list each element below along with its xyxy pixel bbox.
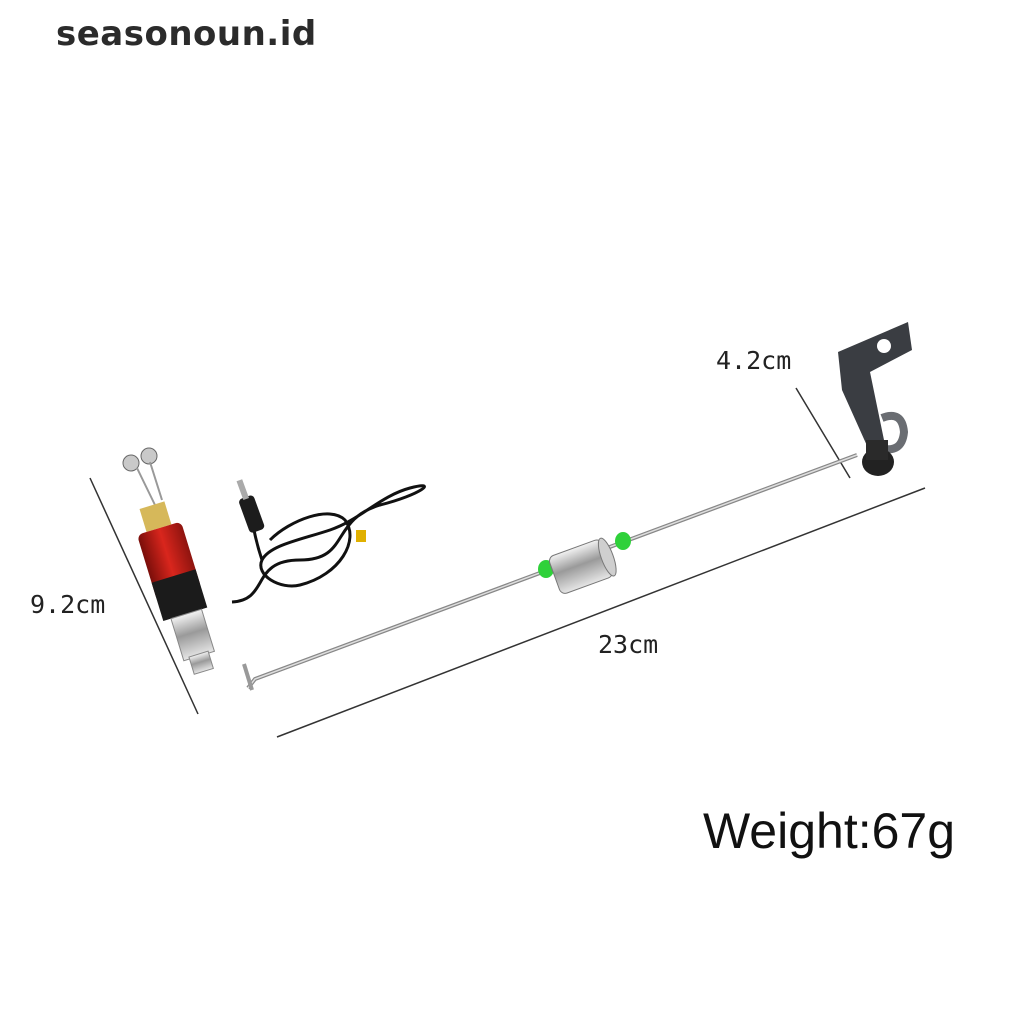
watermark-text: seasonoun.id <box>56 14 317 54</box>
height-dimension-line <box>89 477 199 715</box>
length-dimension-label: 23cm <box>598 630 659 659</box>
length-dimension-line <box>276 487 926 738</box>
jack-plug-icon <box>236 479 265 533</box>
sliding-weight <box>548 537 617 594</box>
audio-cable <box>231 484 426 604</box>
bracket-dimension-label: 4.2cm <box>716 346 792 375</box>
bite-indicator-head <box>138 501 216 675</box>
bracket-dimension-line <box>795 387 851 479</box>
swinger-arm <box>242 453 858 691</box>
height-dimension-label: 9.2cm <box>30 590 106 619</box>
mounting-bracket <box>838 322 912 476</box>
bell-icon <box>122 447 163 506</box>
weight-label: Weight:67g <box>703 803 956 859</box>
